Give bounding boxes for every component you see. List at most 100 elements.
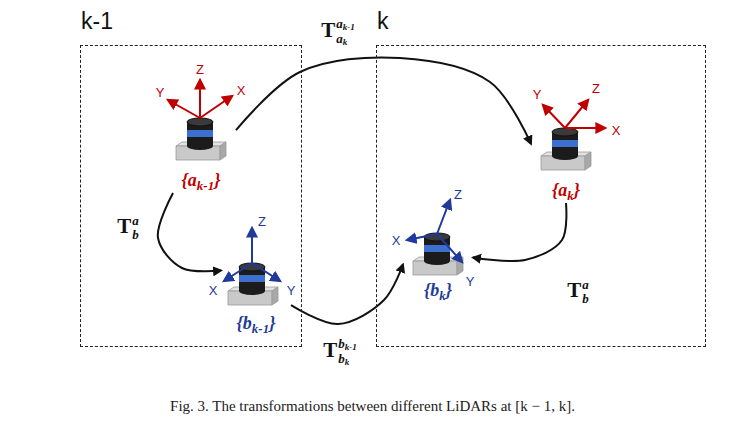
cylinder-bottom (187, 142, 213, 150)
text-part: a (336, 31, 343, 46)
text-part: k (439, 288, 445, 303)
axis-label: Y (287, 284, 296, 297)
text-part: k (345, 357, 350, 367)
axis-arrow (543, 105, 565, 128)
text-part: T (117, 214, 131, 238)
axis-arrow (437, 200, 450, 234)
script-stack: ab (132, 214, 139, 241)
text-part: {a (182, 170, 197, 190)
text-part: {b (237, 313, 252, 333)
axis-label: Y (533, 88, 542, 101)
script-stack: ab (582, 278, 589, 305)
sensor-band (424, 245, 450, 252)
axis-arrow (251, 228, 253, 263)
text-part: {a (552, 180, 567, 200)
figure-caption: Fig. 3. The transformations between diff… (0, 398, 745, 415)
text-part: k-1 (197, 178, 214, 193)
axis-arrow (168, 100, 200, 118)
base-side (272, 287, 278, 305)
axis-label: X (209, 284, 218, 297)
text-part: T (567, 278, 581, 302)
text-part: b (582, 291, 589, 306)
cylinder-top (552, 128, 578, 136)
text-part: k-1 (343, 22, 355, 32)
text-part: } (446, 280, 452, 300)
superscript: bk-1 (338, 337, 357, 352)
axis-arrow (224, 263, 252, 281)
transform-arrow (291, 265, 403, 325)
sensor-band (239, 275, 265, 282)
text-part: a (132, 213, 139, 228)
time-heading: k-1 (81, 8, 113, 35)
sensor-band (187, 130, 213, 137)
transform-label: Tbk-1bk (320, 337, 360, 368)
text-part: } (269, 313, 275, 333)
transform-label: Tab (114, 214, 142, 241)
text-part: k (567, 188, 573, 203)
axis-label: Y (156, 86, 165, 99)
axis-arrow (200, 96, 232, 118)
axis-label: Z (196, 63, 204, 76)
axis-label: Z (258, 215, 266, 228)
lidar-node: {ak-1} (166, 119, 236, 193)
axis-arrow (565, 100, 588, 128)
frame-label: {bk} (424, 281, 452, 303)
text-part: } (214, 170, 220, 190)
transform-label: Tak-1ak (318, 17, 358, 48)
text-part: k (343, 37, 348, 47)
transform-arrow (473, 203, 566, 261)
lidar-icon (168, 80, 232, 160)
lidar-icon (541, 100, 605, 170)
subscript: b (132, 228, 139, 242)
text-part: b (338, 351, 345, 366)
axis-label: X (237, 84, 246, 97)
axis-label: X (612, 124, 621, 137)
text-part: } (574, 180, 580, 200)
frame-label: {ak-1} (182, 171, 221, 193)
superscript: a (132, 214, 139, 228)
base-side (585, 152, 591, 170)
lidar-icon (224, 228, 280, 305)
text-part: a (582, 277, 589, 292)
lidar-node: {ak} (531, 129, 601, 203)
script-stack: bk-1bk (338, 337, 357, 368)
cylinder-bottom (239, 287, 265, 295)
text-part: T (323, 338, 337, 362)
cylinder-bottom (424, 257, 450, 265)
text-part: {b (424, 280, 439, 300)
frame-label: {ak} (552, 181, 580, 203)
transform-arrow (158, 193, 221, 271)
superscript: a (582, 278, 589, 292)
frame-label: {bk-1} (237, 314, 276, 336)
lidar-node: {bk} (403, 233, 473, 303)
axis-arrow (565, 127, 605, 129)
base-side (220, 142, 226, 160)
text-part: k-1 (345, 342, 357, 352)
script-stack: ak-1ak (336, 17, 355, 48)
axis-label: Z (454, 188, 462, 201)
axis-label: X (392, 234, 401, 247)
text-part: a (336, 16, 343, 31)
axis-label: Z (592, 82, 600, 95)
text-part: b (338, 336, 345, 351)
lidar-icon (407, 200, 463, 275)
subscript: b (582, 292, 589, 306)
sensor-band (552, 140, 578, 147)
text-part: b (132, 227, 139, 242)
text-part: k-1 (252, 321, 269, 336)
subscript: ak (336, 32, 355, 47)
cylinder-bottom (552, 152, 578, 160)
cylinder-top (187, 118, 213, 126)
superscript: ak-1 (336, 17, 355, 32)
axis-arrow (199, 80, 201, 118)
time-frame: {ak-1}{bk-1}k-1 (80, 45, 302, 347)
transform-label: Tab (564, 278, 592, 305)
subscript: bk (338, 352, 357, 367)
text-part: T (321, 18, 335, 42)
axis-arrow (437, 234, 462, 262)
